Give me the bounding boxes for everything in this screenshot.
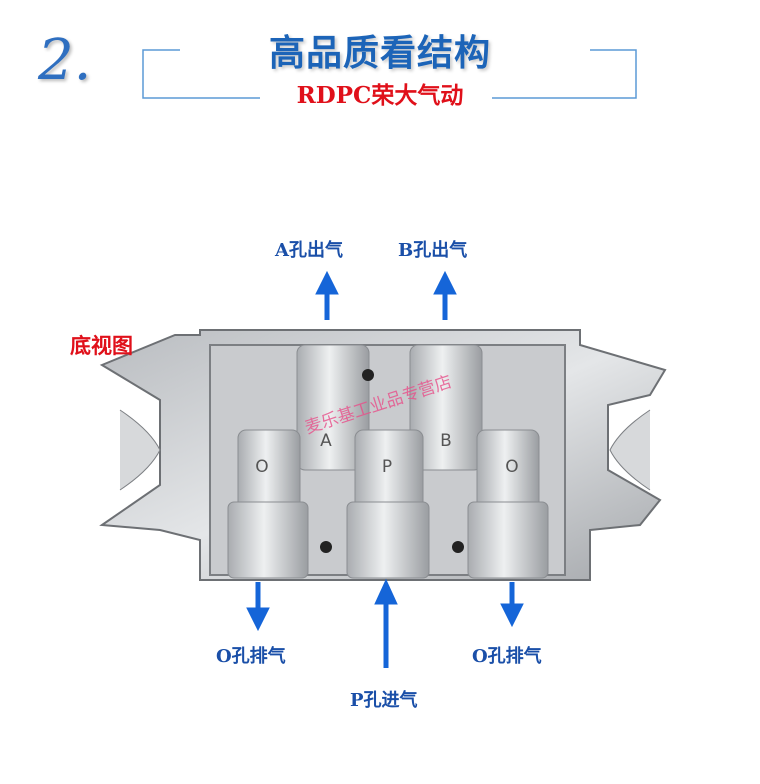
- arrow-down-o-left-icon: [246, 582, 270, 632]
- label-o-exhaust-right: O孔排气: [472, 646, 542, 667]
- arrow-up-b-icon: [433, 270, 457, 320]
- arrow-up-p-icon: [374, 578, 398, 668]
- brand-subtitle: RDPC荣大气动: [296, 82, 464, 109]
- label-a-out: A孔出气: [275, 240, 343, 261]
- label-p-in: P孔进气: [350, 690, 418, 711]
- page-title: 高品质看结构: [268, 32, 491, 74]
- label-b-out: B孔出气: [398, 240, 468, 261]
- port-mark-a: A: [320, 431, 332, 451]
- port-mark-b: B: [440, 431, 452, 451]
- section-number: 2.: [38, 28, 92, 93]
- port-mark-o-left: O: [255, 457, 268, 477]
- port-mark-p: P: [382, 457, 392, 477]
- arrow-down-o-right-icon: [500, 582, 524, 628]
- bottom-view-label: 底视图: [70, 333, 133, 358]
- port-mark-o-right: O: [505, 457, 518, 477]
- label-o-exhaust-left: O孔排气: [216, 646, 286, 667]
- arrow-up-a-icon: [315, 270, 339, 320]
- arrows: [246, 270, 524, 668]
- port-cylinders: [227, 344, 549, 579]
